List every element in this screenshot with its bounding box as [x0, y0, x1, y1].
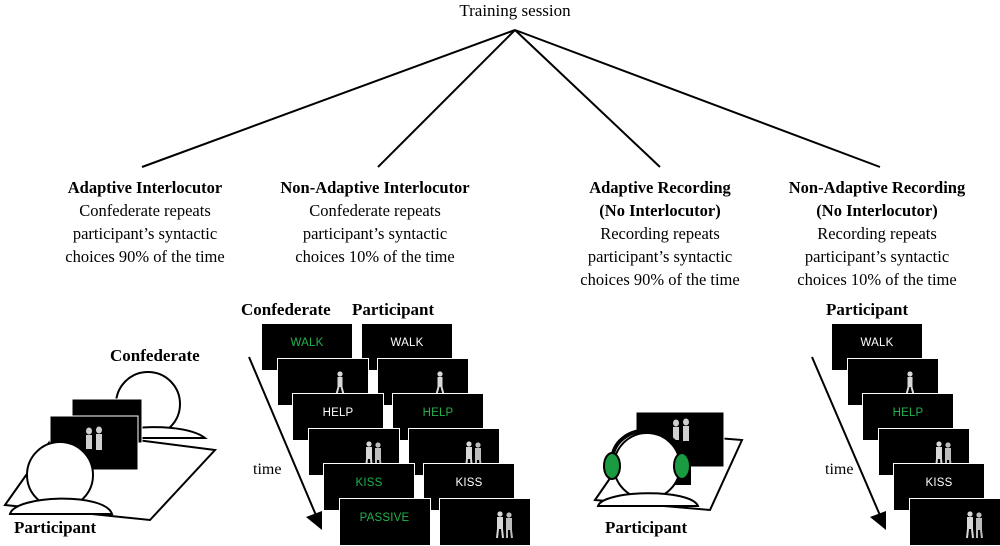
- participant-recording-label: Participant: [605, 518, 687, 538]
- condition-desc-line: choices 90% of the time: [20, 245, 270, 268]
- condition-desc-line: participant’s syntactic: [250, 222, 500, 245]
- condition-non-adaptive-interlocutor: Non-Adaptive Interlocutor Confederate re…: [250, 176, 500, 268]
- slide-word: WALK: [832, 337, 922, 349]
- root-label: Training session: [0, 1, 1000, 21]
- participant-head-recording: [614, 433, 680, 499]
- connector-non-adaptive-recording: [515, 30, 880, 167]
- time-label: time: [825, 461, 853, 479]
- condition-adaptive-recording: Adaptive Recording (No Interlocutor) Rec…: [535, 176, 785, 291]
- slide-word: KISS: [324, 477, 414, 489]
- condition-subtitle: (No Interlocutor): [535, 199, 785, 222]
- condition-title: Non-Adaptive Interlocutor: [250, 176, 500, 199]
- condition-desc-line: Recording repeats: [535, 222, 785, 245]
- condition-title: Non-Adaptive Recording: [752, 176, 1000, 199]
- condition-desc-line: choices 10% of the time: [752, 268, 1000, 291]
- condition-title: Adaptive Interlocutor: [20, 176, 270, 199]
- recording_participant-slide: [909, 498, 1000, 546]
- participant-column-label-recording: Participant: [826, 300, 908, 320]
- participant-slide: [439, 498, 531, 546]
- condition-desc-line: participant’s syntactic: [20, 222, 270, 245]
- confederate-scene-label: Confederate: [110, 346, 200, 366]
- condition-desc-line: Recording repeats: [752, 222, 1000, 245]
- participant-scene-label: Participant: [14, 518, 96, 538]
- slide-word: PASSIVE: [340, 512, 430, 524]
- slide-word: HELP: [293, 407, 383, 419]
- slide-figure-icon: [492, 511, 518, 544]
- condition-desc-line: participant’s syntactic: [752, 245, 1000, 268]
- confederate-column-label: Confederate: [241, 300, 331, 320]
- time-arrowhead-1: [306, 511, 322, 530]
- slide-figure-icon: [962, 511, 988, 544]
- condition-non-adaptive-recording: Non-Adaptive Recording (No Interlocutor)…: [752, 176, 1000, 291]
- connector-adaptive-interlocutor: [142, 30, 515, 167]
- connector-non-adaptive-interlocutor: [378, 30, 515, 167]
- headphone-left-icon: [604, 453, 620, 479]
- condition-desc-line: Confederate repeats: [20, 199, 270, 222]
- condition-desc-line: choices 90% of the time: [535, 268, 785, 291]
- scene-recording: [595, 412, 742, 510]
- connector-adaptive-recording: [515, 30, 660, 167]
- condition-desc-line: participant’s syntactic: [535, 245, 785, 268]
- scene-interlocutor: [5, 372, 215, 520]
- confederate-slide: PASSIVE: [339, 498, 431, 546]
- condition-desc-line: Confederate repeats: [250, 199, 500, 222]
- slide-word: HELP: [863, 407, 953, 419]
- slide-word: WALK: [262, 337, 352, 349]
- participant-column-label: Participant: [352, 300, 434, 320]
- slide-word: KISS: [894, 477, 984, 489]
- slide-word: HELP: [393, 407, 483, 419]
- condition-desc-line: choices 10% of the time: [250, 245, 500, 268]
- slide-word: WALK: [362, 337, 452, 349]
- tree-connectors: [142, 30, 880, 167]
- condition-adaptive-interlocutor: Adaptive Interlocutor Confederate repeat…: [20, 176, 270, 268]
- condition-title: Adaptive Recording: [535, 176, 785, 199]
- slide-word: KISS: [424, 477, 514, 489]
- condition-subtitle: (No Interlocutor): [752, 199, 1000, 222]
- time-arrowhead-2: [870, 511, 886, 530]
- time-label: time: [253, 461, 281, 479]
- headphone-right-icon: [674, 453, 690, 479]
